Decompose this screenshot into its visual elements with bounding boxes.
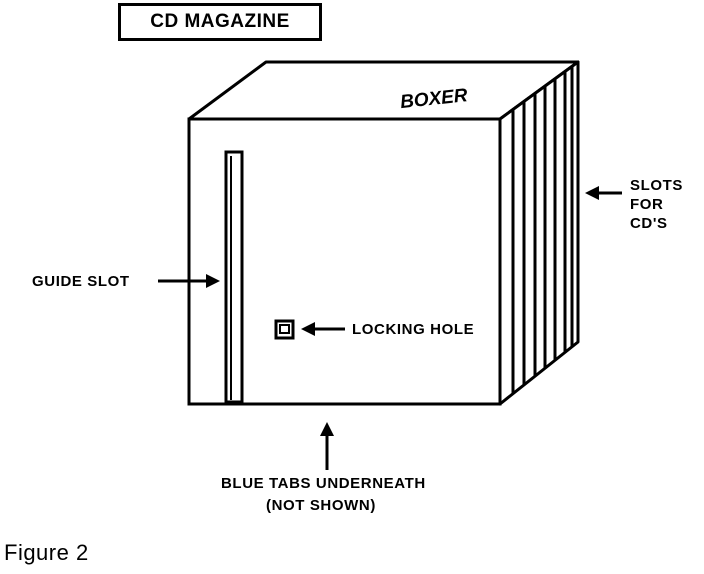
slots-label-line3: CD'S [630,215,668,232]
locking-hole-label: LOCKING HOLE [352,321,475,338]
guide-slot-arrow [158,274,220,288]
blue-tabs-label-line1: BLUE TABS UNDERNEATH [221,475,426,492]
guide-slot [224,150,244,404]
locking-hole-icon [274,319,295,340]
locking-hole-arrow [301,322,345,336]
slots-label-line2: FOR [630,196,664,213]
blue-tabs-arrow [320,422,334,470]
figure-caption: Figure 2 [4,540,89,565]
magazine-side-face [498,60,580,406]
slots-label-line1: SLOTS [630,177,684,194]
slots-arrow [585,186,622,200]
cd-slots [511,66,574,394]
blue-tabs-label-line2: (NOT SHOWN) [266,497,376,514]
diagram-title: CD MAGAZINE [118,3,322,41]
magazine-front-face [187,117,502,406]
guide-slot-label: GUIDE SLOT [32,273,130,290]
